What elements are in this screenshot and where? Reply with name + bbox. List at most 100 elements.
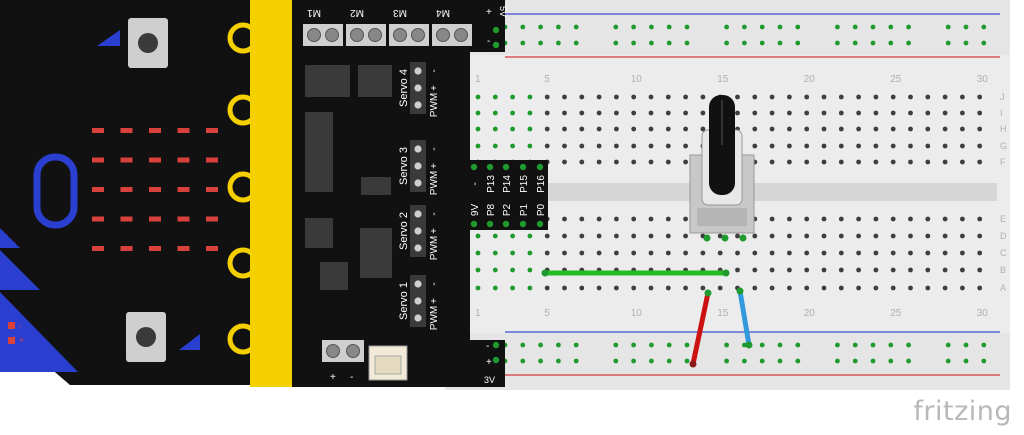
io-bottom-label: P1 bbox=[519, 203, 530, 216]
breadboard-hole bbox=[890, 159, 896, 165]
rail-hole bbox=[556, 40, 561, 46]
rail-hole bbox=[724, 24, 729, 30]
rail-hole bbox=[906, 358, 911, 364]
rail-hole bbox=[795, 24, 801, 30]
io-bottom-label: P0 bbox=[536, 203, 547, 216]
breadboard-hole bbox=[873, 216, 879, 222]
breadboard-hole bbox=[510, 285, 515, 291]
wire-red[interactable] bbox=[690, 290, 711, 367]
rail-hole bbox=[573, 342, 579, 348]
breadboard-hole bbox=[579, 250, 585, 256]
row-letter-right: I bbox=[1000, 108, 1003, 118]
breadboard-hole bbox=[648, 94, 654, 100]
column-number-bottom: 10 bbox=[631, 308, 643, 319]
column-number-top: 15 bbox=[717, 74, 729, 85]
breadboard-hole bbox=[908, 250, 913, 256]
breadboard-hole bbox=[769, 143, 775, 149]
rail-hole bbox=[759, 24, 765, 30]
jst-connector-socket bbox=[374, 355, 402, 375]
bottom-power-pin bbox=[492, 356, 500, 364]
rail-hole bbox=[649, 24, 654, 30]
breadboard-hole bbox=[821, 233, 827, 239]
breadboard-hole bbox=[925, 285, 931, 291]
wires bbox=[541, 269, 753, 368]
breadboard-hole bbox=[942, 159, 948, 165]
breadboard-hole bbox=[683, 285, 688, 291]
servo-pin-label: - bbox=[429, 282, 440, 285]
io-top-label: P16 bbox=[536, 175, 547, 193]
rail-hole bbox=[556, 358, 561, 364]
rail-hole bbox=[649, 358, 654, 364]
column-number-top: 25 bbox=[890, 74, 902, 85]
breadboard-hole bbox=[925, 216, 931, 222]
breadboard-hole bbox=[735, 110, 740, 116]
breadboard-hole bbox=[838, 110, 844, 116]
breadboard-hole bbox=[856, 267, 861, 273]
led bbox=[92, 128, 104, 133]
breadboard-hole bbox=[614, 159, 619, 165]
breadboard-hole bbox=[821, 94, 827, 100]
servo-pin-label: PWM bbox=[429, 93, 440, 117]
breadboard-hole bbox=[648, 285, 654, 291]
rail-hole bbox=[795, 342, 801, 348]
rail-hole bbox=[520, 342, 526, 348]
breadboard-hole bbox=[631, 159, 637, 165]
breadboard-hole bbox=[631, 110, 637, 116]
breadboard-hole bbox=[562, 94, 567, 100]
servo-pin-label: PWM bbox=[429, 306, 440, 330]
servo-label: Servo 1 bbox=[398, 282, 410, 320]
microbit-minus-label: - bbox=[19, 321, 22, 331]
rail-hole bbox=[777, 342, 783, 348]
rail-hole bbox=[963, 40, 969, 46]
breadboard-hole bbox=[804, 285, 810, 291]
wire-end bbox=[722, 269, 730, 277]
breadboard-hole bbox=[665, 143, 671, 149]
servo-label: Servo 4 bbox=[398, 69, 410, 107]
bottom-power-pin bbox=[492, 341, 500, 349]
breadboard-hole bbox=[769, 110, 775, 116]
servo-pin bbox=[414, 280, 422, 288]
breadboard-hole bbox=[752, 285, 758, 291]
breadboard-hole bbox=[977, 143, 983, 149]
breadboard-hole bbox=[752, 110, 758, 116]
breadboard-hole bbox=[683, 94, 688, 100]
breadboard-hole bbox=[648, 143, 654, 149]
rail-hole bbox=[835, 24, 840, 30]
breadboard-hole bbox=[925, 126, 931, 132]
led bbox=[92, 187, 104, 192]
rail-hole bbox=[777, 40, 783, 46]
breadboard-hole bbox=[838, 126, 844, 132]
top-power-pin bbox=[492, 41, 500, 49]
button-b-marker-icon bbox=[179, 334, 200, 350]
breadboard-hole bbox=[925, 267, 931, 273]
breadboard-hole bbox=[665, 159, 671, 165]
breadboard-hole bbox=[683, 159, 688, 165]
servo-label: Servo 3 bbox=[398, 147, 410, 185]
chip bbox=[305, 112, 333, 192]
servo-pin-label: - bbox=[429, 69, 440, 72]
row-letter-right: E bbox=[1000, 214, 1006, 224]
rail-hole bbox=[538, 40, 543, 46]
breadboard-hole bbox=[890, 94, 896, 100]
led bbox=[120, 128, 133, 133]
breadboard-hole bbox=[475, 250, 481, 256]
breadboard-hole bbox=[856, 159, 861, 165]
rail-hole bbox=[538, 358, 543, 364]
wire-end bbox=[745, 341, 753, 349]
rail-hole bbox=[538, 342, 543, 348]
breadboard-hole bbox=[579, 159, 585, 165]
breadboard-hole bbox=[960, 159, 965, 165]
led bbox=[177, 246, 190, 251]
led bbox=[120, 246, 133, 251]
rail-hole bbox=[649, 342, 654, 348]
rail-hole bbox=[520, 24, 526, 30]
breadboard-hole bbox=[510, 143, 515, 149]
breadboard-hole bbox=[544, 126, 550, 132]
wire-blue[interactable] bbox=[737, 288, 752, 348]
breadboard-hole bbox=[596, 143, 602, 149]
rail-hole bbox=[759, 342, 765, 348]
breadboard-hole bbox=[700, 285, 706, 291]
motor-board-body bbox=[292, 0, 548, 387]
breadboard-hole bbox=[908, 233, 913, 239]
rail-hole bbox=[981, 342, 987, 348]
